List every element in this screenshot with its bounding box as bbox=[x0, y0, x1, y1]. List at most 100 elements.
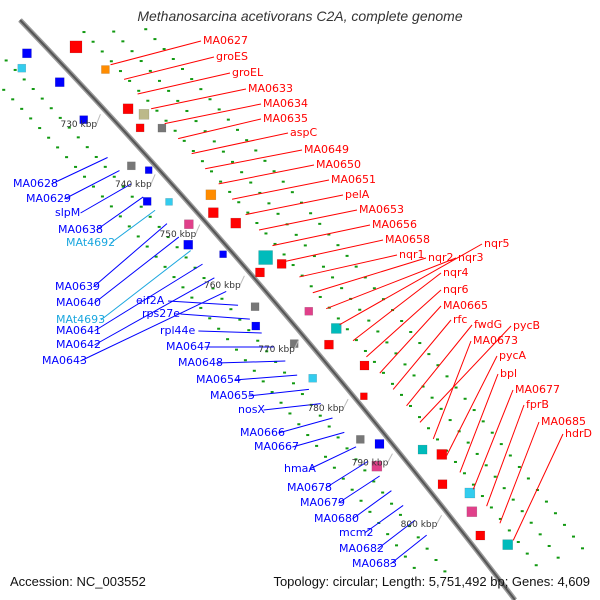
gc-dot bbox=[517, 465, 521, 468]
gc-dot bbox=[454, 386, 458, 389]
gene-block bbox=[219, 250, 227, 258]
leader-line-right bbox=[326, 257, 457, 310]
gc-dot bbox=[264, 232, 268, 235]
leader-line-right bbox=[205, 149, 303, 170]
gc-dot bbox=[49, 107, 53, 110]
gc-dot bbox=[547, 544, 551, 547]
leader-line-right bbox=[446, 355, 498, 456]
gene-label-right: MA0658 bbox=[385, 233, 430, 246]
gc-dot bbox=[212, 140, 216, 143]
gc-dot bbox=[47, 136, 51, 139]
gc-dot bbox=[297, 423, 301, 426]
leader-line-right bbox=[392, 319, 452, 390]
gene-block bbox=[122, 103, 134, 115]
gc-dot bbox=[112, 30, 116, 33]
gc-dot bbox=[200, 160, 204, 163]
backbone-core bbox=[19, 19, 516, 600]
gc-dot bbox=[256, 339, 260, 342]
tick-mark bbox=[342, 398, 349, 409]
gene-label-left: MA0683 bbox=[352, 557, 397, 570]
leader-line-left bbox=[94, 236, 180, 304]
gene-block bbox=[360, 392, 368, 401]
gc-dot bbox=[416, 536, 420, 539]
gene-label-left: slpM bbox=[55, 206, 80, 219]
leader-line-right bbox=[299, 254, 398, 278]
gene-block bbox=[142, 197, 152, 206]
gc-dot bbox=[425, 547, 429, 550]
gene-label-left: MA0680 bbox=[314, 512, 359, 525]
gc-dot bbox=[261, 380, 265, 383]
gc-dot bbox=[363, 469, 367, 472]
gc-dot bbox=[247, 329, 251, 332]
accession-text: Accession: NC_003552 bbox=[10, 574, 146, 589]
gc-dot bbox=[354, 339, 358, 342]
gene-label-right: MA0633 bbox=[248, 82, 293, 95]
gene-block bbox=[374, 439, 385, 449]
gc-dot bbox=[580, 547, 584, 550]
leader-line-right bbox=[272, 224, 371, 247]
gc-dot bbox=[288, 412, 292, 415]
gc-dot bbox=[350, 488, 354, 491]
gc-dot bbox=[529, 521, 533, 524]
gc-dot bbox=[162, 48, 166, 51]
gc-dot bbox=[526, 477, 530, 480]
gc-dot bbox=[228, 190, 232, 193]
gc-dot bbox=[300, 393, 304, 396]
gc-dot bbox=[394, 352, 398, 355]
gc-dot bbox=[381, 298, 385, 301]
gc-dot bbox=[85, 146, 89, 149]
gene-block bbox=[54, 77, 65, 87]
topology-text: Topology: circular; Length: 5,751,492 bp… bbox=[273, 574, 590, 589]
gc-dot bbox=[176, 99, 180, 102]
gc-dot bbox=[453, 460, 457, 463]
gene-label-right: nqr2 bbox=[428, 251, 453, 264]
gc-dot bbox=[265, 350, 269, 353]
gc-dot bbox=[345, 328, 349, 331]
leader-line-right bbox=[312, 257, 427, 294]
gc-dot bbox=[246, 211, 250, 214]
gc-dot bbox=[184, 256, 188, 259]
gc-dot bbox=[435, 438, 439, 441]
gene-label-left: MA0639 bbox=[55, 280, 100, 293]
gc-dot bbox=[103, 165, 107, 168]
gene-block bbox=[304, 307, 314, 316]
tick-label: 800 kbp bbox=[401, 520, 438, 530]
gc-dot bbox=[234, 348, 238, 351]
gc-dot bbox=[29, 117, 33, 120]
gc-dot bbox=[430, 396, 434, 399]
gene-label-right: MA0673 bbox=[473, 334, 518, 347]
gene-block bbox=[144, 166, 153, 174]
gene-label-right: MA0651 bbox=[331, 173, 376, 186]
gc-dot bbox=[294, 233, 298, 236]
leader-line-left bbox=[292, 431, 345, 448]
gc-dot bbox=[489, 506, 493, 509]
gc-dot bbox=[139, 205, 143, 208]
gc-dot bbox=[74, 165, 78, 168]
gene-label-left: rps27e bbox=[142, 307, 180, 320]
leader-line-right bbox=[366, 289, 442, 358]
gc-dot bbox=[439, 407, 443, 410]
gc-dot bbox=[226, 338, 230, 341]
gc-dot bbox=[421, 385, 425, 388]
gc-dot bbox=[511, 498, 515, 501]
gc-dot bbox=[556, 556, 560, 559]
gc-dot bbox=[67, 126, 71, 129]
gene-block bbox=[184, 219, 194, 229]
gene-label-left: MA0648 bbox=[178, 356, 223, 369]
leader-line-left bbox=[180, 313, 250, 320]
gene-block bbox=[331, 323, 342, 334]
gc-dot bbox=[403, 555, 407, 558]
gc-dot bbox=[100, 195, 104, 198]
gc-dot bbox=[354, 458, 358, 461]
gc-dot bbox=[481, 420, 485, 423]
tick-label: 760 kbp bbox=[204, 281, 241, 291]
gc-dot bbox=[493, 475, 497, 478]
gc-dot bbox=[502, 487, 506, 490]
leader-line-right bbox=[285, 239, 384, 262]
gc-dot bbox=[154, 255, 158, 258]
gene-block bbox=[324, 339, 334, 350]
gene-block bbox=[417, 444, 428, 455]
gene-label-right: MA0635 bbox=[263, 112, 308, 125]
gc-dot bbox=[157, 79, 161, 82]
gc-dot bbox=[153, 38, 157, 41]
